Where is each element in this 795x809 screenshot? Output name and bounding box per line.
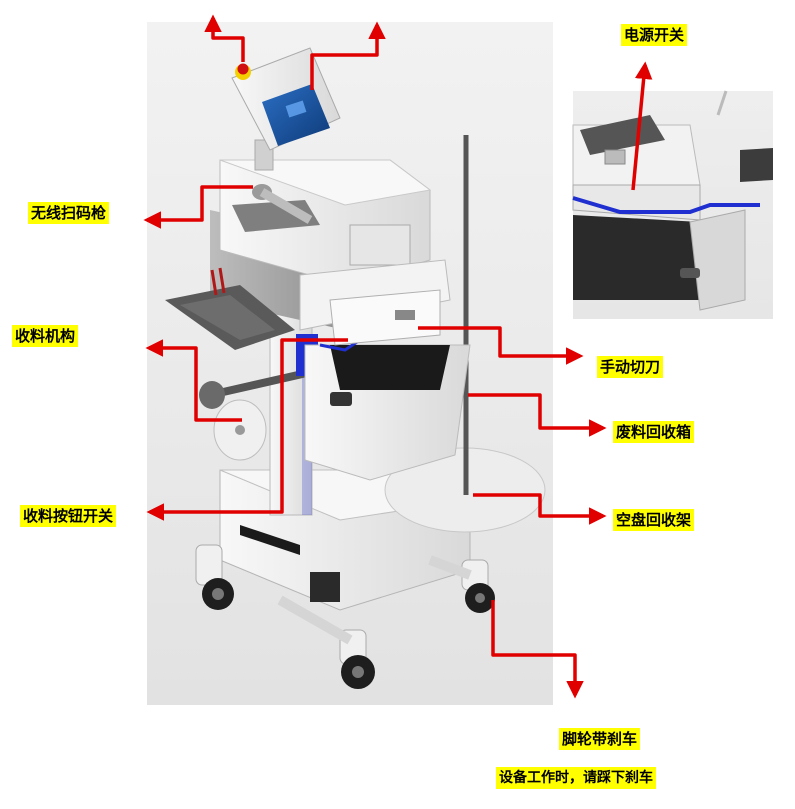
label-take-up-mechanism: 收料机构	[12, 325, 79, 347]
component-tray	[165, 267, 295, 350]
label-casters-with-brake: 脚轮带刹车	[559, 728, 641, 750]
nameplate	[310, 572, 340, 602]
callout-arrow-take-up-button	[146, 338, 348, 521]
empty-reel-rack	[384, 135, 546, 533]
label-power-switch: 电源开关	[621, 24, 688, 46]
callout-arrow-wireless-scanner	[143, 185, 253, 229]
callout-arrow-estop	[204, 14, 245, 62]
caster-wheels	[195, 544, 495, 689]
wireless-scanner-gun	[232, 184, 320, 232]
label-manual-cutter: 手动切刀	[597, 356, 664, 378]
callout-arrow-take-up-mechanism	[145, 339, 242, 422]
callout-arrow-power-switch	[631, 61, 653, 191]
label-wireless-scanner: 无线扫码枪	[28, 202, 110, 224]
callout-arrow-empty-reel-rack	[473, 493, 607, 525]
callout-arrow-waste-bin	[468, 393, 607, 437]
label-take-up-button-switch: 收料按钮开关	[20, 505, 117, 527]
label-waste-bin: 废料回收箱	[613, 421, 695, 443]
callout-arrow-manual-cutter	[418, 326, 584, 365]
waste-bin-body	[304, 338, 471, 481]
callout-arrow-monitor	[310, 21, 386, 90]
label-empty-reel-rack: 空盘回收架	[613, 509, 695, 531]
brake-note: 设备工作时，请踩下刹车	[496, 767, 656, 789]
callout-arrow-casters	[491, 600, 584, 699]
